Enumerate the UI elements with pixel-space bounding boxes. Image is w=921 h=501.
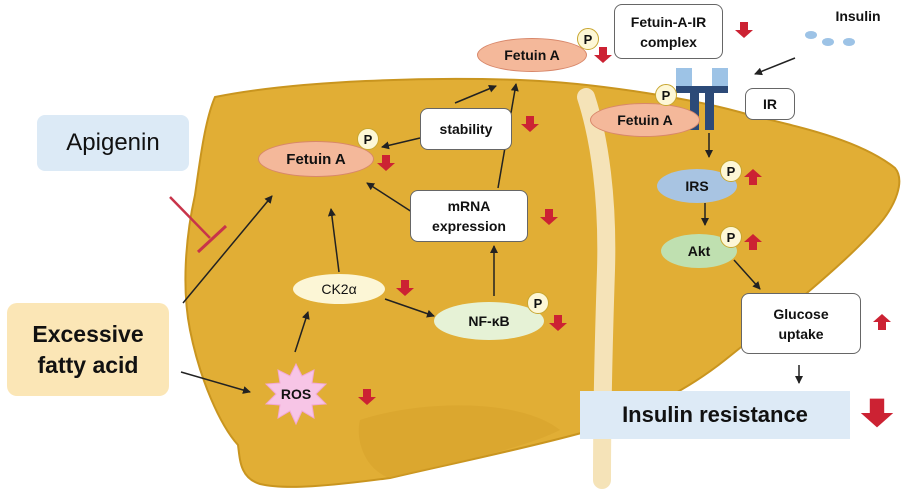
arrow-ck2a-to-fetuin <box>327 208 340 273</box>
insulin-receptor <box>676 68 728 130</box>
fetuin-a-right-node: Fetuin A <box>590 103 700 137</box>
nfkb-down-arrow-icon <box>549 315 567 331</box>
insulin-molecules <box>805 31 855 46</box>
glucose-uptake-box: Glucose uptake <box>741 293 861 354</box>
fetuin-a-left-label: Fetuin A <box>286 150 346 168</box>
phospho-nfkb: P <box>527 292 549 314</box>
arrow-mrna-to-fetuin <box>366 182 413 213</box>
fetuin-a-ir-complex-label: Fetuin-A-IR complex <box>630 13 707 50</box>
mrna-expression-down-arrow-icon <box>540 209 558 225</box>
stability-down-arrow-icon <box>521 116 539 132</box>
ir-label: IR <box>763 96 777 112</box>
stability-label: stability <box>439 121 493 137</box>
nfkb-node: NF-κB <box>434 302 544 340</box>
mrna-expression-box: mRNA expression <box>410 190 528 242</box>
akt-label: Akt <box>687 243 711 259</box>
arrow-fatty-to-fetuin <box>182 195 273 304</box>
insulin-resistance-label: Insulin resistance <box>622 402 808 427</box>
liver-lobe-shade <box>358 405 560 478</box>
stability-box: stability <box>420 108 512 150</box>
fatty-acid-box: Excessive fatty acid <box>7 303 169 396</box>
phospho-fetuin-a-left: P <box>357 128 379 150</box>
phospho-fetuin-a-top: P <box>577 28 599 50</box>
irs-up-arrow-icon <box>744 169 762 185</box>
apigenin-label: Apigenin <box>66 129 160 156</box>
glucose-uptake-up-arrow-icon <box>873 314 891 330</box>
fatty-acid-label: Excessive fatty acid <box>32 320 144 378</box>
arrow-stability-to-top <box>454 84 497 104</box>
ros-label: ROS <box>280 386 312 402</box>
glucose-uptake-label: Glucose uptake <box>773 305 829 342</box>
ck2a-label: CK2α <box>321 281 357 297</box>
phospho-irs: P <box>720 160 742 182</box>
apigenin-box: Apigenin <box>37 115 189 171</box>
arrow-ros-to-ck2a <box>294 311 310 353</box>
insulin-label: Insulin <box>835 8 881 24</box>
fetuin-a-top-down-arrow-icon <box>594 47 612 63</box>
apigenin-inhibition-line <box>169 196 211 239</box>
arrow-akt-to-glucose <box>733 259 761 290</box>
ck2a-down-arrow-icon <box>396 280 414 296</box>
fetuin-a-top-node: Fetuin A <box>477 38 587 72</box>
regulation-indicators <box>358 22 894 428</box>
phospho-akt: P <box>720 226 742 248</box>
fetuin-a-left-down-arrow-icon <box>377 155 395 171</box>
insulin-resistance-down-arrow-icon <box>860 398 894 428</box>
ck2a-node: CK2α <box>293 274 385 304</box>
apigenin-inhibition-bar <box>196 224 228 254</box>
fetuin-a-top-label: Fetuin A <box>504 47 560 63</box>
arrow-insulin-to-receptor <box>754 57 796 76</box>
irs-label: IRS <box>685 178 709 194</box>
fetuin-a-ir-complex-down-arrow-icon <box>735 22 753 38</box>
fetuin-a-ir-complex-box: Fetuin-A-IR complex <box>614 4 723 59</box>
arrow-stability-to-fetuin <box>381 137 421 150</box>
ros-down-arrow-icon <box>358 389 376 405</box>
ir-box: IR <box>745 88 795 120</box>
mrna-expression-label: mRNA expression <box>432 198 506 234</box>
nfkb-label: NF-κB <box>468 313 510 329</box>
akt-up-arrow-icon <box>744 234 762 250</box>
fetuin-a-left-node: Fetuin A <box>258 141 374 177</box>
arrow-fatty-to-ros <box>180 371 251 394</box>
fetuin-a-right-label: Fetuin A <box>617 112 673 128</box>
ros-star <box>264 362 328 426</box>
phospho-fetuin-a-right: P <box>655 84 677 106</box>
insulin-resistance-box: Insulin resistance <box>580 391 850 439</box>
arrow-ck2a-to-nfkb <box>384 298 435 318</box>
